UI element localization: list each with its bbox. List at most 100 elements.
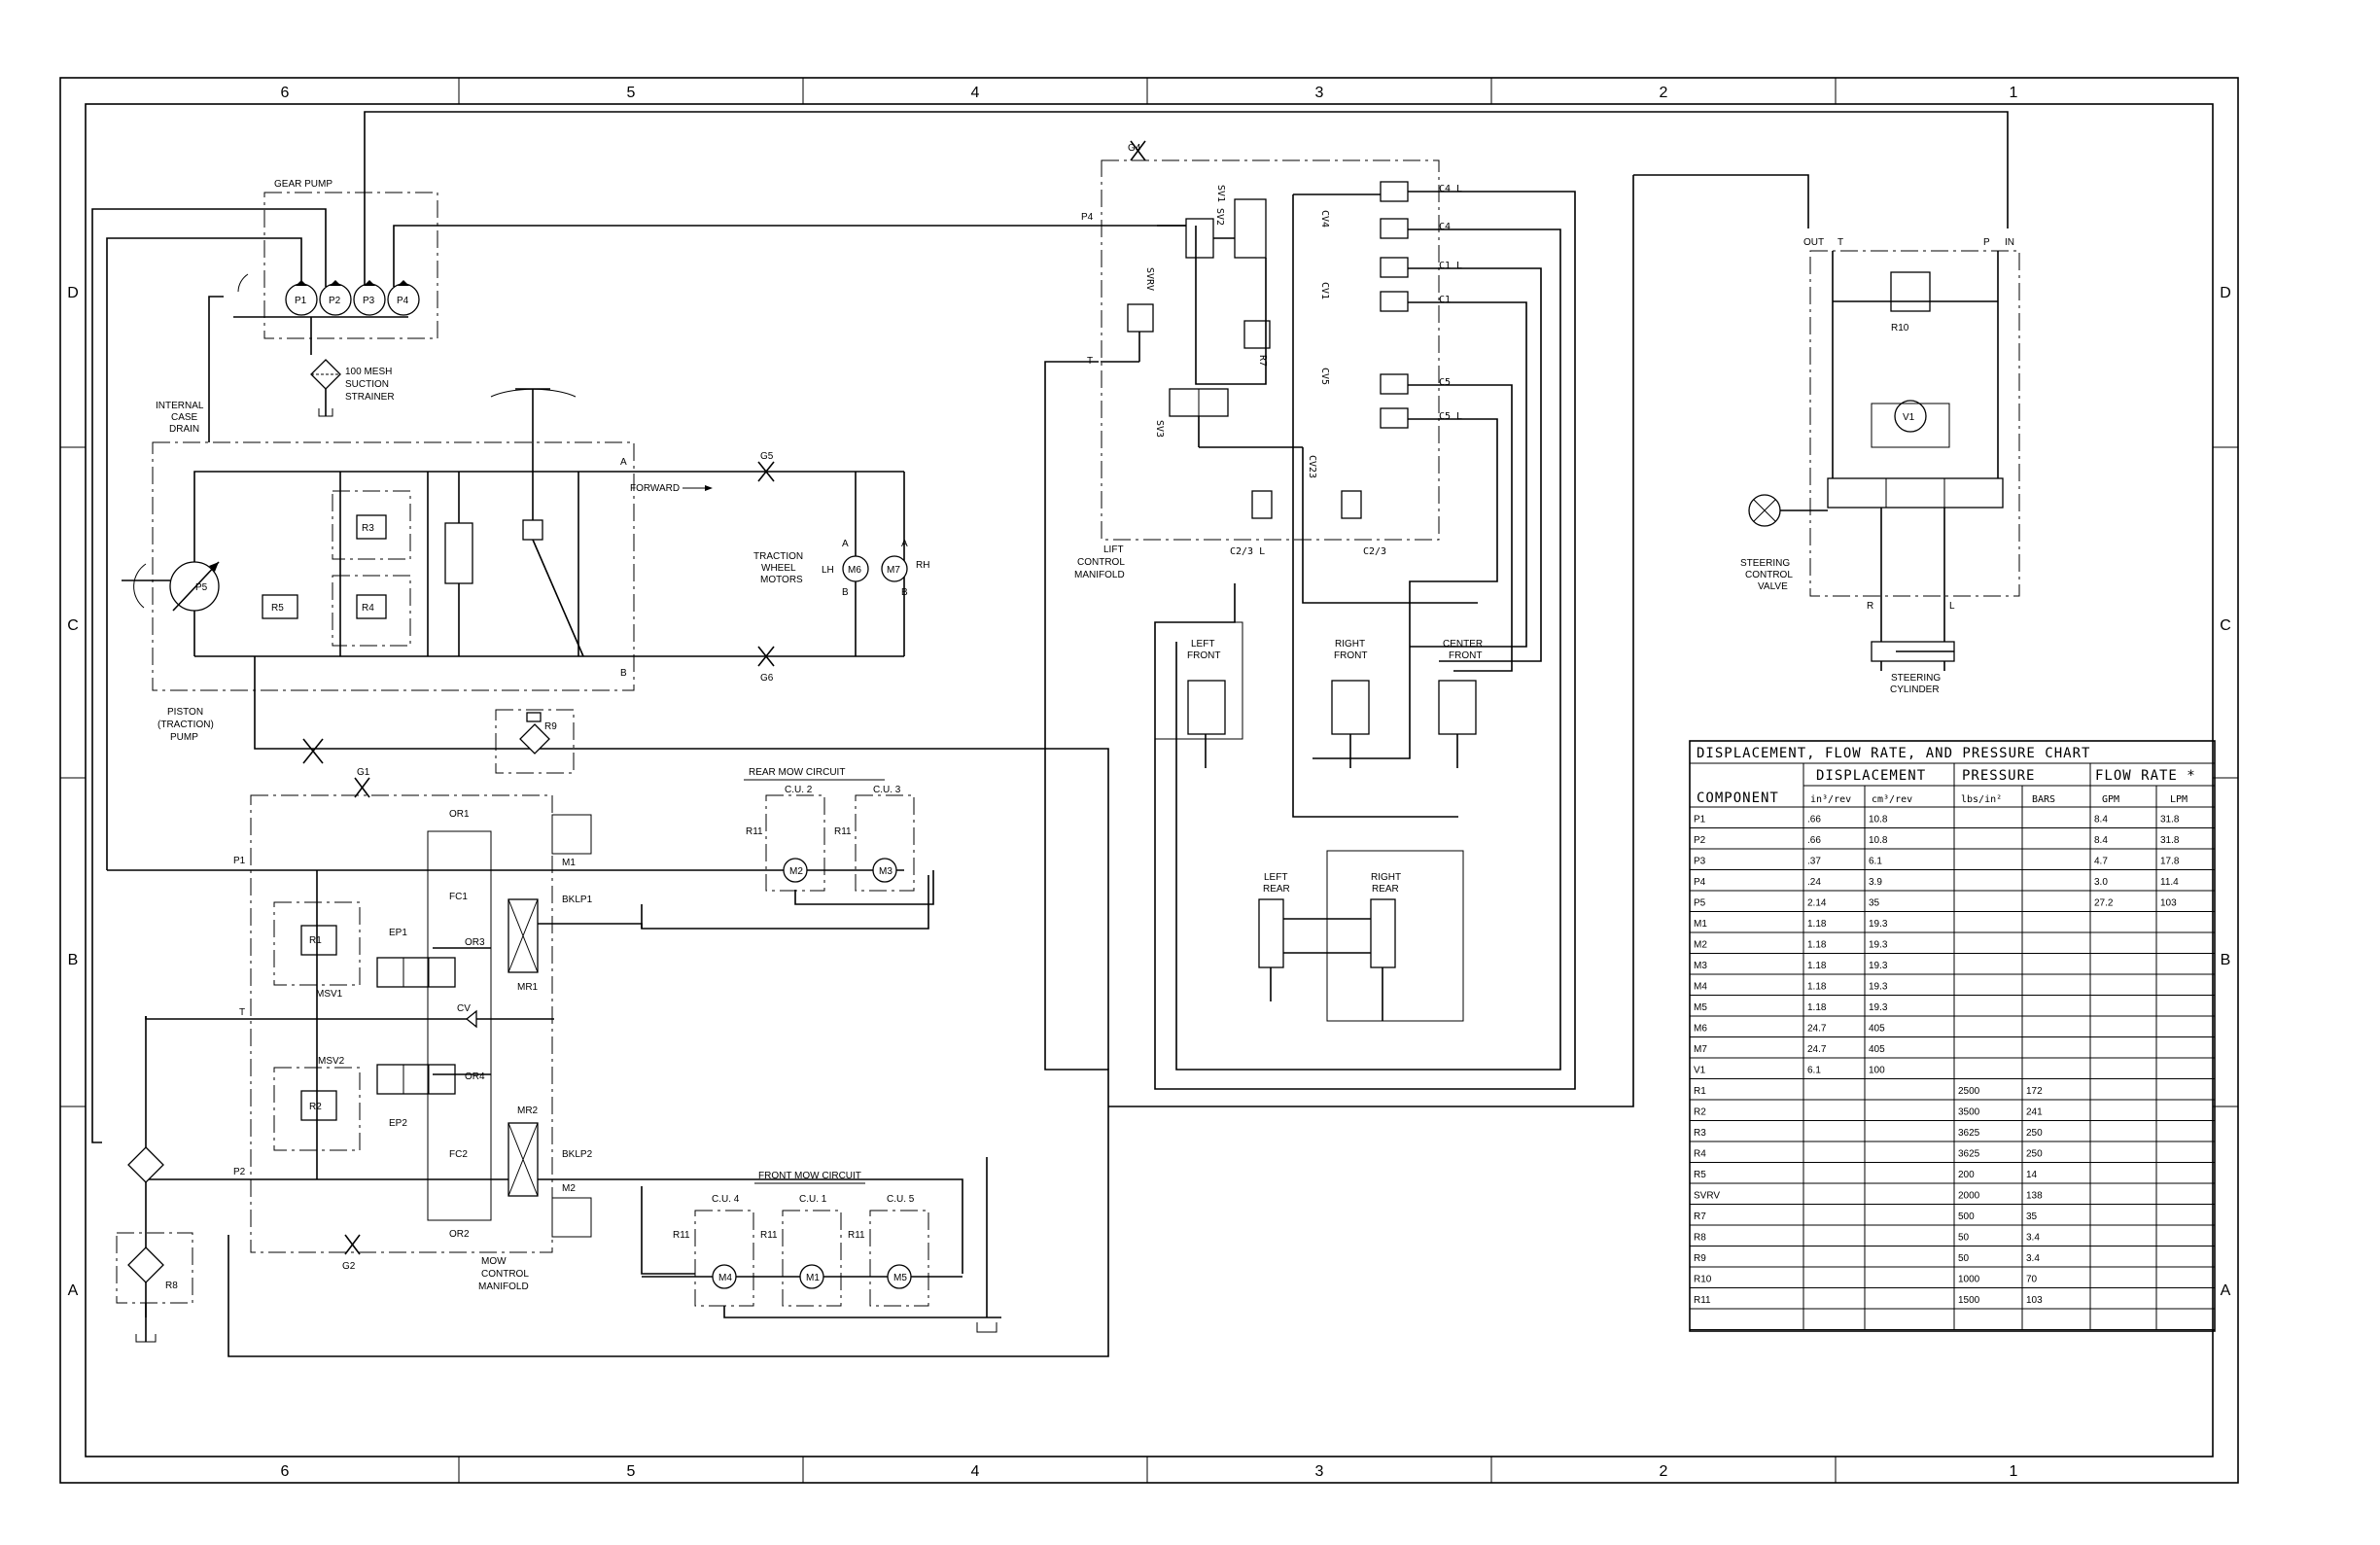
right-front-label-2: FRONT	[1334, 650, 1367, 661]
chart-cell-value: 19.3	[1869, 961, 1888, 971]
steer-t-label: T	[1838, 237, 1843, 248]
fc1-label: FC1	[449, 892, 468, 902]
rotation-arrow-icon	[237, 273, 249, 293]
chart-cell-value: 500	[1958, 1211, 1975, 1222]
chart-cell-value: 31.8	[2160, 815, 2180, 825]
mow-motor-m2	[783, 858, 808, 883]
relief-valve-r4	[356, 594, 387, 619]
return-filter: R8	[116, 1146, 193, 1343]
cv5-label: CV5	[1319, 368, 1330, 385]
chart-cell-component: R8	[1694, 1233, 1706, 1244]
rear-r11-label-2: R11	[834, 826, 852, 837]
center-front-label-1: CENTER	[1443, 639, 1483, 650]
cv23-label: CV23	[1307, 455, 1317, 478]
chart-component-header: COMPONENT	[1697, 790, 1779, 806]
chart-cell-component: R3	[1694, 1128, 1706, 1139]
chart-cell-component: R5	[1694, 1170, 1706, 1180]
chart-cell-component: P1	[1694, 815, 1706, 825]
chart-cell-value: 19.3	[1869, 982, 1888, 993]
chart-cell-component: R11	[1694, 1295, 1711, 1306]
rear-motor-m3-label: M3	[879, 866, 892, 877]
port-c23-label: C2/3	[1363, 546, 1386, 557]
cv-label: CV	[457, 1003, 471, 1014]
chart-cell-value: 1.18	[1807, 961, 1827, 971]
chart-cell-value: .37	[1807, 857, 1821, 867]
chart-cell-value: 31.8	[2160, 835, 2180, 846]
chart-cell-component: M2	[1694, 940, 1707, 951]
fc2-label: FC2	[449, 1149, 468, 1160]
port-c4-label: C4	[1439, 222, 1451, 232]
chart-group-flow: FLOW RATE *	[2095, 768, 2196, 784]
check-valve-c4l	[1380, 181, 1409, 202]
chart-cell-value: 172	[2026, 1086, 2043, 1097]
arrow-right-icon	[705, 485, 713, 491]
port-a-label: A	[620, 457, 627, 468]
sheet-border	[59, 77, 2239, 1484]
chart-cell-value: 17.8	[2160, 857, 2180, 867]
steering-cylinder-label-1: STEERING	[1891, 673, 1941, 684]
chart-cell-value: 19.3	[1869, 1002, 1888, 1013]
solenoid-valve-ep1	[376, 957, 456, 988]
cv4-label: CV4	[1319, 210, 1330, 228]
port-c5-label: C5	[1439, 377, 1451, 388]
chart-unit-cm3rev: cm³/rev	[1872, 794, 1912, 805]
traction-control-handle	[522, 519, 543, 541]
or2-label: OR2	[449, 1229, 470, 1240]
chart-cell-component: R9	[1694, 1253, 1706, 1264]
strainer-label-1: 100 MESH	[345, 367, 392, 377]
chart-cell-component: M7	[1694, 1044, 1707, 1055]
chart-cell-value: 405	[1869, 1044, 1885, 1055]
chart-cell-component: M6	[1694, 1024, 1707, 1035]
msv1-label: MSV1	[316, 989, 343, 1000]
pump-p3-label: P3	[363, 296, 375, 306]
mow-m1-label: M1	[562, 858, 576, 868]
lift-manifold-label-3: MANIFOLD	[1074, 570, 1125, 580]
rotation-arrow-icon	[490, 388, 577, 398]
chart-cell-component: SVRV	[1694, 1191, 1720, 1202]
solenoid-valve-sv2	[1185, 218, 1214, 259]
left-front-label-2: FRONT	[1187, 650, 1220, 661]
zone-col-6-top: 6	[281, 85, 290, 101]
chart-cell-value: 35	[1869, 898, 1880, 909]
strainer-label-2: SUCTION	[345, 379, 389, 390]
msv2-label: MSV2	[318, 1056, 345, 1067]
cylinder-center-front	[1438, 680, 1477, 735]
chart-cell-component: R7	[1694, 1211, 1706, 1222]
svrv-label: SVRV	[1144, 267, 1155, 291]
mow-manifold-label-3: MANIFOLD	[478, 1282, 529, 1292]
check-valve-c1	[1380, 291, 1409, 312]
piston-pump-p5-label: P5	[195, 582, 208, 593]
check-valve-c1l	[1380, 257, 1409, 278]
front-r11-label-3: R11	[848, 1230, 865, 1241]
chart-cell-component: P5	[1694, 898, 1706, 909]
chart-cell-component: V1	[1694, 1066, 1706, 1076]
chart-cell-value: 103	[2160, 898, 2177, 909]
chart-cell-value: 6.1	[1869, 857, 1882, 867]
chart-cell-value: 10.8	[1869, 835, 1888, 846]
motor-m6-port-b: B	[842, 587, 849, 598]
chart-cell-value: 50	[1958, 1253, 1970, 1264]
zone-col-4-top: 4	[971, 85, 980, 101]
chart-cell-value: 24.7	[1807, 1024, 1827, 1035]
motor-m6-label: M6	[848, 565, 861, 576]
steer-r-label: R	[1867, 601, 1873, 612]
bklp1-label: BKLP1	[562, 895, 593, 905]
motor-m7-port-b: B	[901, 587, 908, 598]
rear-mow-circuit: REAR MOW CIRCUIT M2 C.U. 2 R11 M3 C.U. 3…	[744, 767, 915, 892]
piston-pump-label-2: (TRACTION)	[158, 720, 214, 730]
zone-row-d-left: D	[67, 285, 79, 301]
chart-cell-value: 241	[2026, 1107, 2043, 1118]
chart-unit-in3rev: in³/rev	[1810, 794, 1851, 805]
wheel-motor-m6	[842, 555, 869, 582]
steer-in-label: IN	[2005, 237, 2014, 248]
lift-manifold-label-1: LIFT	[1103, 544, 1124, 555]
arrow-up-icon	[398, 280, 409, 286]
motor-m6-port-a: A	[842, 539, 849, 549]
chart-unit-lbsin2: lbs/in²	[1961, 794, 2002, 805]
cu2-label: C.U. 2	[785, 785, 813, 795]
chart-cell-value: 405	[1869, 1024, 1885, 1035]
filter-r8-label: R8	[165, 1281, 178, 1291]
port-c1l-label: C1 L	[1439, 261, 1462, 271]
mow-manifold-label-1: MOW	[481, 1256, 507, 1267]
steering-valve-label-1: STEERING	[1740, 558, 1790, 569]
